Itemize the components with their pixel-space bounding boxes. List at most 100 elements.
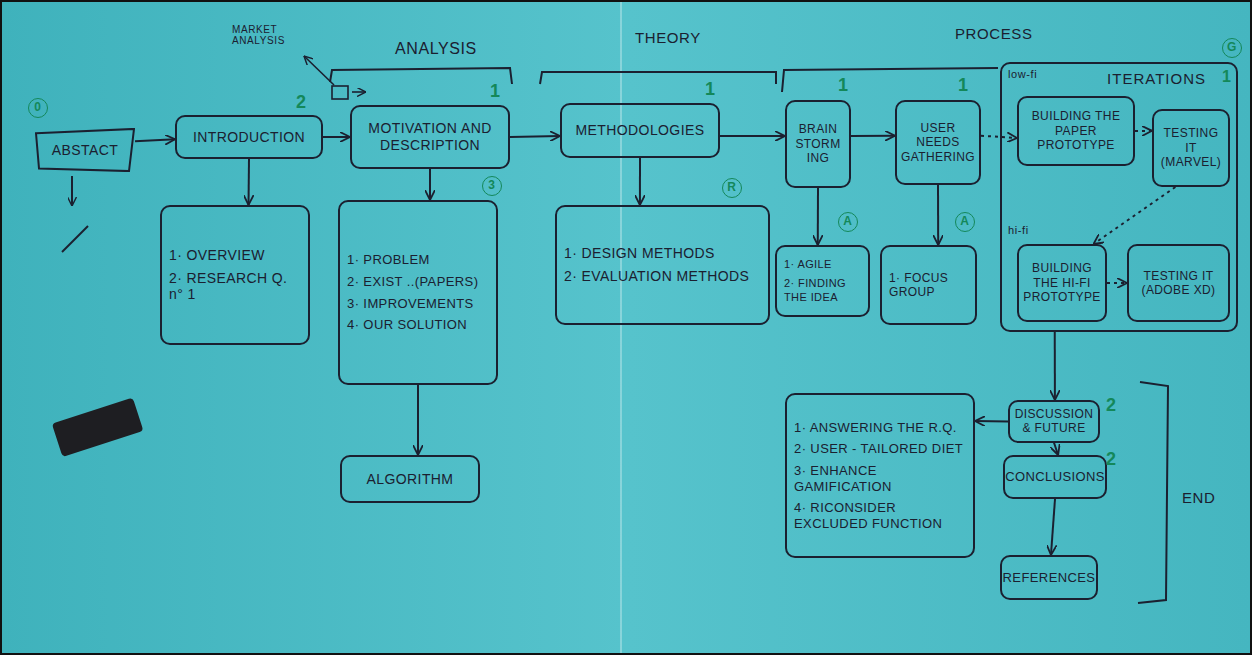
flow-arrow — [937, 185, 939, 245]
section-box: BRAIN STORM ING — [785, 100, 851, 188]
callout-number: 1 — [958, 76, 969, 96]
node-text: USER NEEDS GATHERING — [901, 121, 975, 164]
callout-number: 1 — [1222, 68, 1232, 86]
flow-arrow — [429, 169, 431, 200]
section-box: METHODOLOGIES — [560, 103, 720, 158]
node-text: INTRODUCTION — [193, 129, 305, 146]
list-box: 1· AGILE 2· FINDING THE IDEA — [775, 245, 870, 317]
callout-number: 1 — [490, 82, 501, 102]
small-box — [332, 86, 348, 99]
step-box: TESTING IT (ADOBE XD) — [1127, 244, 1230, 322]
list-box: 1· FOCUS GROUP — [880, 245, 977, 325]
flow-arrow — [1054, 443, 1058, 455]
node-text: TESTING IT (MARVEL) — [1161, 126, 1221, 169]
group-box: ITERATIONS BUILDING THE PAPER PROTOTYPE TE… — [1000, 62, 1238, 332]
node-text: BUILDING THE HI-FI PROTOTYPE — [1023, 261, 1100, 304]
section-heading: PROCESS — [955, 26, 1033, 43]
list-box: 1· DESIGN METHODS 2· EVALUATION METHODS — [555, 205, 770, 325]
callout-number: 1 — [838, 76, 849, 96]
flow-arrow — [248, 159, 251, 205]
section-box: REFERENCES — [1000, 555, 1098, 600]
flow-arrow — [1054, 332, 1056, 400]
step-box: BUILDING THE PAPER PROTOTYPE — [1017, 96, 1135, 166]
callout-number: 3 — [482, 176, 502, 196]
section-box: ALGORITHM — [340, 455, 480, 503]
node-text: METHODOLOGIES — [576, 122, 705, 139]
node-text: 2· FINDING THE IDEA — [784, 277, 861, 303]
node-text: 3· ENHANCE GAMIFICATION — [794, 463, 966, 494]
section-heading: THEORY — [635, 30, 701, 47]
flow-arrow — [720, 135, 785, 137]
flow-arrow — [135, 139, 175, 141]
list-box: 1· OVERVIEW 2· RESEARCH Q. n° 1 — [160, 205, 310, 345]
node-text: 4· OUR SOLUTION — [347, 317, 489, 333]
section-box: USER NEEDS GATHERING — [895, 100, 981, 185]
board-seam — [620, 2, 622, 653]
flow-arrow — [1107, 282, 1127, 284]
node-text: CONCLUSIONS — [1005, 469, 1105, 485]
fidelity-label: low-fi — [1008, 68, 1037, 80]
node-text: ALGORITHM — [367, 471, 454, 488]
node-text: MOTIVATION AND DESCRIPTION — [359, 120, 501, 154]
callout-number: R — [722, 178, 742, 198]
flow-arrow — [417, 385, 419, 455]
flow-arrow — [639, 158, 641, 205]
callout-number: 2 — [296, 93, 307, 113]
step-box: BUILDING THE HI-FI PROTOTYPE — [1017, 244, 1107, 322]
leader-arrow — [352, 91, 366, 93]
flow-arrow — [1094, 187, 1176, 244]
node-text: 2· EVALUATION METHODS — [564, 268, 761, 285]
section-box: MOTIVATION AND DESCRIPTION — [350, 105, 510, 169]
node-text: BUILDING THE PAPER PROTOTYPE — [1026, 109, 1126, 152]
bracket — [540, 72, 776, 84]
list-box: 1· ANSWERING THE R.Q. 2· USER - TAILORED … — [785, 393, 975, 558]
node-text: REFERENCES — [1003, 570, 1096, 586]
node-text: 1· DESIGN METHODS — [564, 245, 761, 262]
flow-arrow — [817, 188, 819, 245]
callout-number: 0 — [28, 98, 48, 118]
node-text: 2· USER - TAILORED DIET — [794, 441, 966, 457]
section-box: CONCLUSIONS — [1003, 455, 1107, 499]
slash-mark — [62, 226, 88, 252]
node-text: 1· ANSWERING THE R.Q. — [794, 420, 966, 436]
node-text: 2· RESEARCH Q. n° 1 — [169, 270, 301, 304]
node-text: 4· RICONSIDER EXCLUDED FUNCTION — [794, 500, 966, 531]
flow-arrow — [323, 136, 350, 138]
end-label: END — [1182, 490, 1215, 507]
section-heading: ANALYSIS — [395, 40, 477, 58]
node-text: DISCUSSION & FUTURE — [1015, 407, 1094, 436]
callout-number: G — [1222, 38, 1242, 58]
note-label: MARKET ANALYSIS — [232, 24, 294, 46]
section-box: INTRODUCTION — [175, 115, 323, 159]
node-text: 1· FOCUS GROUP — [889, 271, 968, 300]
leader-arrow — [71, 176, 73, 206]
flow-arrow — [1051, 499, 1055, 555]
leader-arrow — [304, 56, 334, 85]
node-text: TESTING IT (ADOBE XD) — [1136, 269, 1221, 298]
callout-number: A — [838, 212, 858, 232]
fidelity-label: hi-fi — [1008, 224, 1029, 236]
node-text: BRAIN STORM ING — [794, 122, 842, 165]
bracket — [1138, 382, 1168, 603]
flow-arrow — [981, 136, 1017, 138]
node-text: 1· AGILE — [784, 258, 861, 271]
node-text: 3· IMPROVEMENTS — [347, 296, 489, 312]
section-box: ABSTACT — [35, 128, 135, 172]
bracket — [330, 68, 512, 84]
node-text: 1· OVERVIEW — [169, 247, 301, 264]
node-text: 2· EXIST ..(PAPERS) — [347, 274, 489, 290]
flow-arrow — [975, 420, 1008, 422]
flow-arrow — [851, 135, 895, 137]
callout-number: A — [955, 212, 975, 232]
callout-number: 2 — [1106, 396, 1117, 416]
node-text: ABSTACT — [52, 142, 118, 159]
group-heading: ITERATIONS — [1107, 70, 1206, 88]
flow-arrow — [510, 136, 560, 137]
list-box: 1· PROBLEM 2· EXIST ..(PAPERS) 3· IMPROVEM… — [338, 200, 498, 385]
section-box: DISCUSSION & FUTURE — [1008, 400, 1100, 443]
eraser — [52, 398, 144, 458]
node-text: 1· PROBLEM — [347, 252, 489, 268]
flow-arrow — [1135, 130, 1152, 132]
